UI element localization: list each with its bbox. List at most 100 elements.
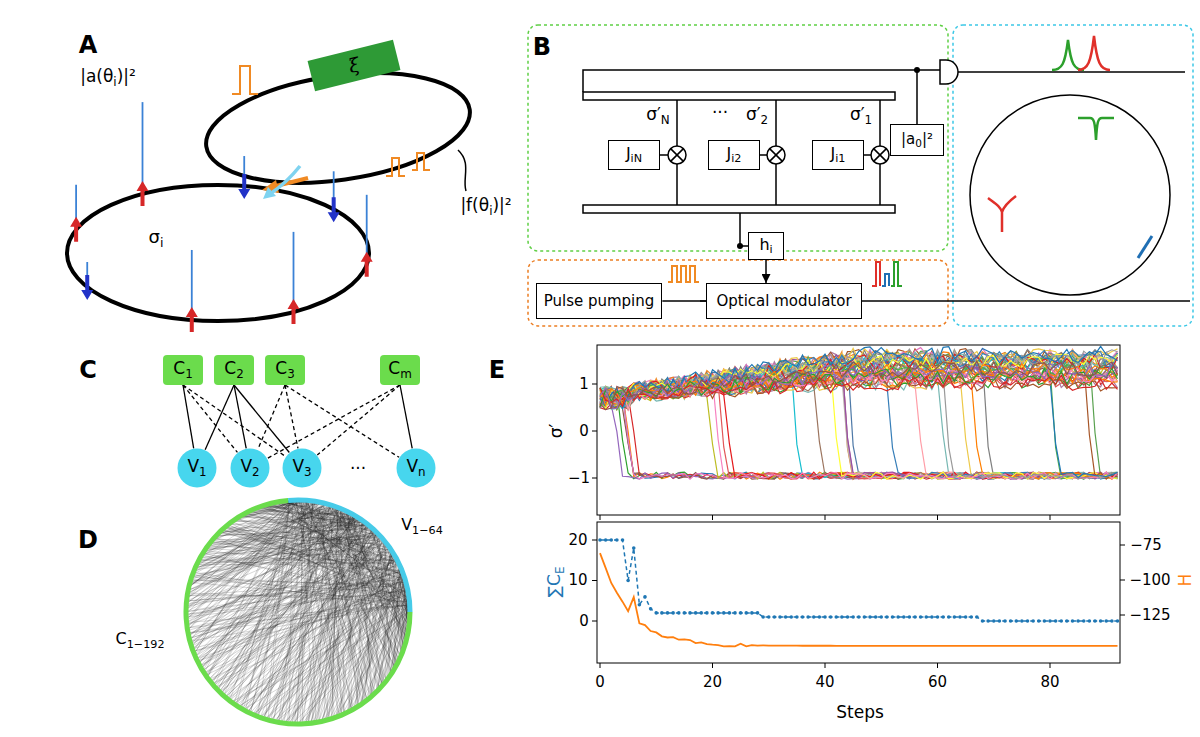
unsat-clause-dot (1037, 619, 1041, 623)
text-run: )|² (492, 195, 511, 215)
wire (740, 213, 748, 246)
spin-up-arrow (137, 181, 149, 206)
unsat-clause-dot (834, 615, 838, 619)
spin-trace (600, 348, 1118, 410)
unsat-clause-dot (795, 615, 799, 619)
unsat-clause-dot (621, 538, 625, 542)
pump-pulses (668, 266, 699, 282)
text-run: |a (901, 130, 915, 148)
unsat-clause-dot (604, 538, 608, 542)
subscript: 3 (287, 367, 295, 381)
figure-label: 0 (579, 423, 589, 440)
unsat-clause-dot (1093, 619, 1097, 623)
graph-edge (237, 518, 399, 563)
unsat-clause-dot (840, 615, 844, 619)
unsat-clause-dot (739, 611, 743, 615)
multiplier-symbol (767, 146, 785, 164)
connector (183, 385, 286, 457)
unsat-clause-dot (896, 615, 900, 619)
spin-up-arrow (70, 217, 82, 242)
graph-circle (186, 500, 410, 724)
graph-edge (203, 553, 410, 605)
spin-trace (600, 390, 1118, 479)
spin-trace (600, 391, 1118, 479)
unsat-clause-dot (626, 579, 630, 583)
spin-trace (600, 355, 1118, 479)
unsat-clause-dot (778, 615, 782, 619)
unsat-clause-dot (919, 615, 923, 619)
connector (317, 385, 400, 455)
subscript: 1 (865, 113, 873, 127)
spin-trace (600, 361, 1118, 410)
text-run: C (275, 358, 287, 378)
unsat-clause-dot (908, 615, 912, 619)
unsat-clause-dot (851, 615, 855, 619)
coupling-box: Ji1 (812, 140, 864, 170)
intensity-spike (142, 102, 144, 194)
figure-label: −125 (1129, 607, 1170, 624)
text-run: J (727, 144, 732, 163)
text-run: V (406, 456, 418, 476)
green-dip (1078, 118, 1114, 140)
subscript: i (113, 75, 116, 89)
node-text: V1 (187, 457, 206, 478)
wire (958, 71, 1185, 73)
subscript: E (553, 567, 567, 575)
unsat-clause-dot (953, 615, 957, 619)
node-text: ξ (346, 54, 361, 77)
graph-edge (243, 611, 410, 710)
unsat-clause-dot (643, 595, 647, 599)
node-text: Vn (406, 457, 425, 478)
figure-label: σ′1 (850, 105, 872, 126)
multiplier-cross (770, 149, 783, 162)
figure-label: −1 (568, 470, 590, 487)
text-run: V (401, 515, 412, 534)
unsat-clause-dot (806, 615, 810, 619)
detector-symbol (940, 60, 958, 84)
connector (285, 385, 298, 448)
unsat-clause-dot (992, 619, 996, 623)
panel-letter: C (79, 357, 97, 383)
unsat-clause-dot (1003, 619, 1007, 623)
unsat-clause-dot (761, 615, 765, 619)
clause-node: C3 (265, 355, 305, 385)
spin-down-arrow (238, 174, 250, 199)
graph-edge (199, 560, 402, 571)
graph-edge (188, 596, 409, 633)
panel-letter: A (79, 32, 98, 58)
connector (234, 385, 289, 453)
unsat-clause-dot (711, 611, 715, 615)
panel-letter: B (533, 34, 551, 60)
leader-line (458, 150, 466, 191)
wire (916, 70, 918, 124)
unsat-clause-dot (998, 619, 1002, 623)
graph-edge (186, 579, 405, 604)
unsat-clause-dot (1116, 619, 1120, 623)
node-text: V3 (292, 457, 311, 478)
unsat-clause-dot (1065, 619, 1069, 623)
detector-box: |a0|² (890, 124, 944, 156)
ring-resonator-illustration (67, 58, 477, 332)
variable-node: V3 (282, 448, 322, 488)
unsat-clause-dot (1026, 619, 1030, 623)
unsat-clause-dot (863, 615, 867, 619)
subscript: i (489, 204, 492, 218)
spin-trace (600, 385, 1118, 479)
unsat-clause-dot (1088, 619, 1092, 623)
connector (258, 385, 285, 450)
unsat-clause-line (600, 540, 1118, 621)
figure-label: 0 (579, 613, 589, 630)
graph-edge (188, 605, 410, 633)
text-run: C (388, 358, 400, 378)
multiplier-cross (671, 149, 684, 162)
unsat-clause-dot (1020, 619, 1024, 623)
figure-label: 60 (928, 674, 947, 691)
connector (234, 385, 246, 448)
subscript: n (418, 465, 426, 479)
node-text: V2 (240, 457, 259, 478)
unsat-clause-dot (1009, 619, 1013, 623)
unsat-clause-dot (1043, 619, 1047, 623)
node-text: Pulse pumping (544, 293, 655, 310)
unsat-clause-dot (958, 615, 962, 619)
